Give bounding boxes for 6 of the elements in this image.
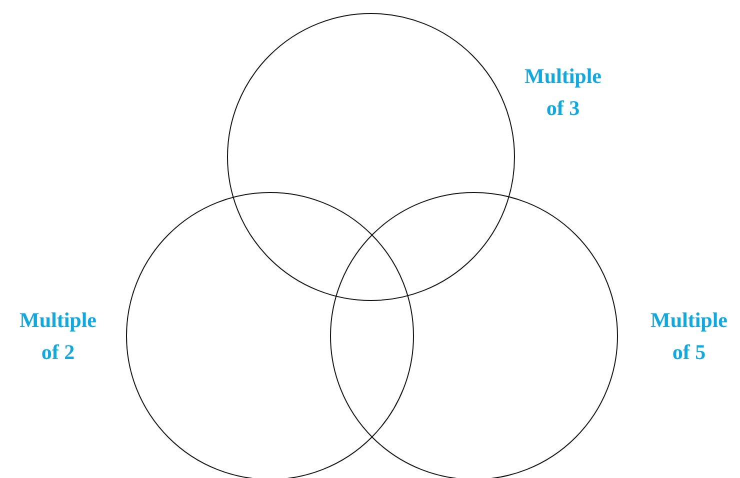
set-label: Multiple of 5 [650, 307, 728, 366]
set-label: Multiple of 3 [524, 63, 602, 122]
set-circle [126, 192, 414, 478]
set-label: Multiple of 2 [18, 307, 98, 366]
set-circle [227, 13, 515, 301]
set-circle [330, 192, 618, 478]
